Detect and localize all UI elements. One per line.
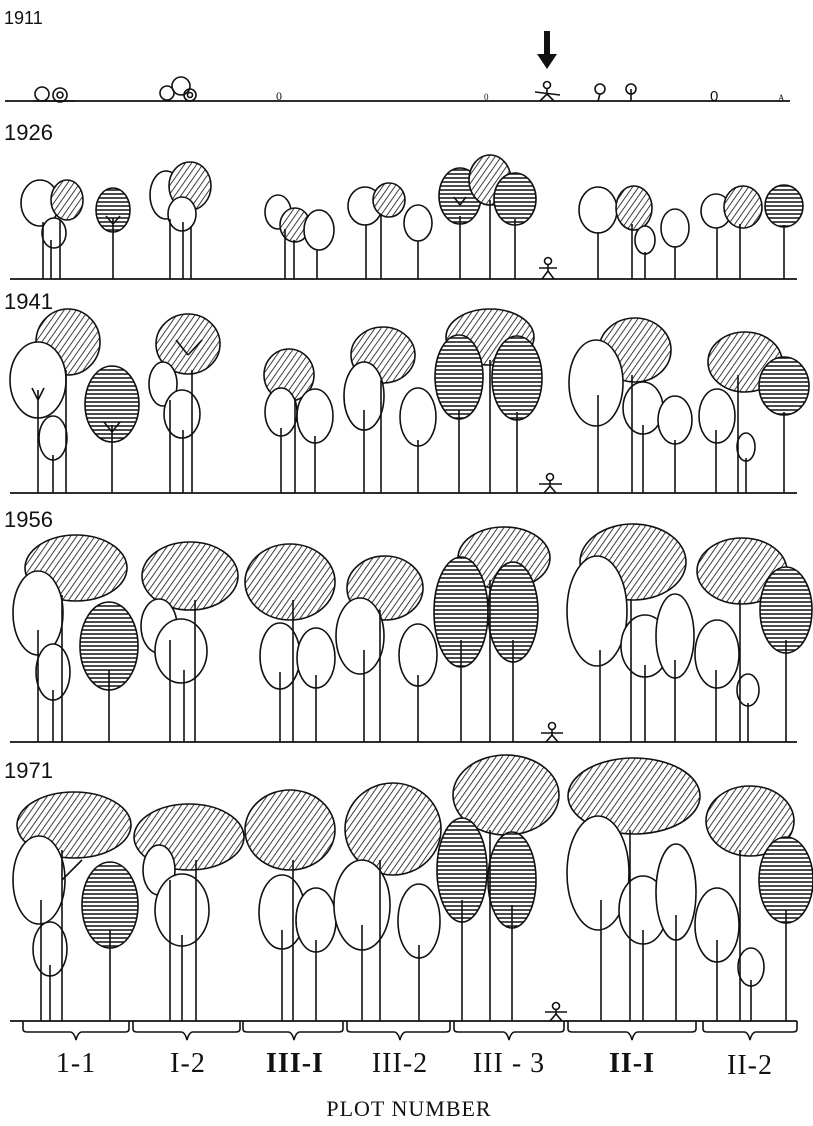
tree-group [435, 309, 542, 493]
sapling-mark: 0 [484, 92, 489, 102]
down-arrow-icon [537, 31, 557, 69]
plot-label-1-1: 1-1 [56, 1048, 96, 1079]
plot-brackets [23, 1021, 797, 1040]
tree-group [150, 162, 211, 279]
year-label-1971: 1971 [4, 758, 53, 783]
sapling-mark: 0 [276, 89, 282, 103]
tree-group [336, 556, 437, 742]
tree-group [344, 327, 436, 493]
tree-group [245, 544, 335, 742]
tree-group [569, 318, 692, 493]
tree-group [264, 349, 333, 493]
axis-label: PLOT NUMBER [326, 1096, 491, 1121]
tree-group [437, 755, 559, 1021]
tree-group [141, 542, 238, 742]
year-label-1911: 1911 [4, 8, 43, 28]
tree-group [439, 155, 536, 279]
year-label-1956: 1956 [4, 507, 53, 532]
row-1956 [10, 524, 812, 742]
row-1911: 0 0 0 A [5, 31, 790, 105]
tree-group [699, 332, 809, 493]
year-label-1926: 1926 [4, 120, 53, 145]
tree-group [334, 783, 441, 1021]
tree-group [434, 527, 550, 742]
plot-bracket [703, 1021, 797, 1040]
row-1971 [10, 755, 813, 1021]
tree-group [21, 180, 130, 279]
seedling-icon [33, 87, 75, 102]
tree-group [10, 309, 139, 493]
seedling-icon [626, 84, 636, 101]
plot-bracket [454, 1021, 564, 1040]
tree-group [567, 524, 694, 742]
year-label-1941: 1941 [4, 289, 53, 314]
tree-group [13, 535, 138, 742]
sapling-mark: 0 [710, 88, 718, 105]
person-icon [539, 474, 562, 494]
plot-bracket [347, 1021, 450, 1040]
plot-label-iii-3: III - 3 [473, 1048, 545, 1079]
tree-group [265, 195, 334, 279]
tree-group [13, 792, 138, 1021]
plot-label-ii-1: II-I [609, 1048, 655, 1079]
plot-bracket [568, 1021, 696, 1040]
tree-group [695, 538, 812, 742]
sapling-mark: A [778, 93, 785, 103]
tree-group [695, 786, 813, 1021]
tree-group [567, 758, 700, 1021]
tree-group [149, 314, 220, 493]
seedling-icon [595, 84, 605, 101]
person-icon [545, 1003, 567, 1022]
tree-group [348, 183, 432, 279]
person-icon [535, 82, 560, 102]
plot-label-iii-2: III-2 [372, 1048, 428, 1079]
row-1926 [10, 155, 803, 279]
person-icon [541, 723, 563, 743]
plot-label-ii-2: II-2 [727, 1050, 773, 1081]
person-icon [539, 258, 557, 280]
plot-bracket [23, 1021, 129, 1040]
tree-group [245, 790, 336, 1021]
plot-bracket [133, 1021, 240, 1040]
seedling-icon [160, 77, 196, 101]
plot-label-i-2: I-2 [170, 1048, 206, 1079]
tree-group [579, 186, 689, 279]
plot-label-iii-1: III-I [266, 1048, 324, 1079]
tree-group [701, 185, 803, 279]
tree-group [134, 804, 244, 1021]
plot-bracket [243, 1021, 343, 1040]
row-1941 [10, 309, 809, 493]
